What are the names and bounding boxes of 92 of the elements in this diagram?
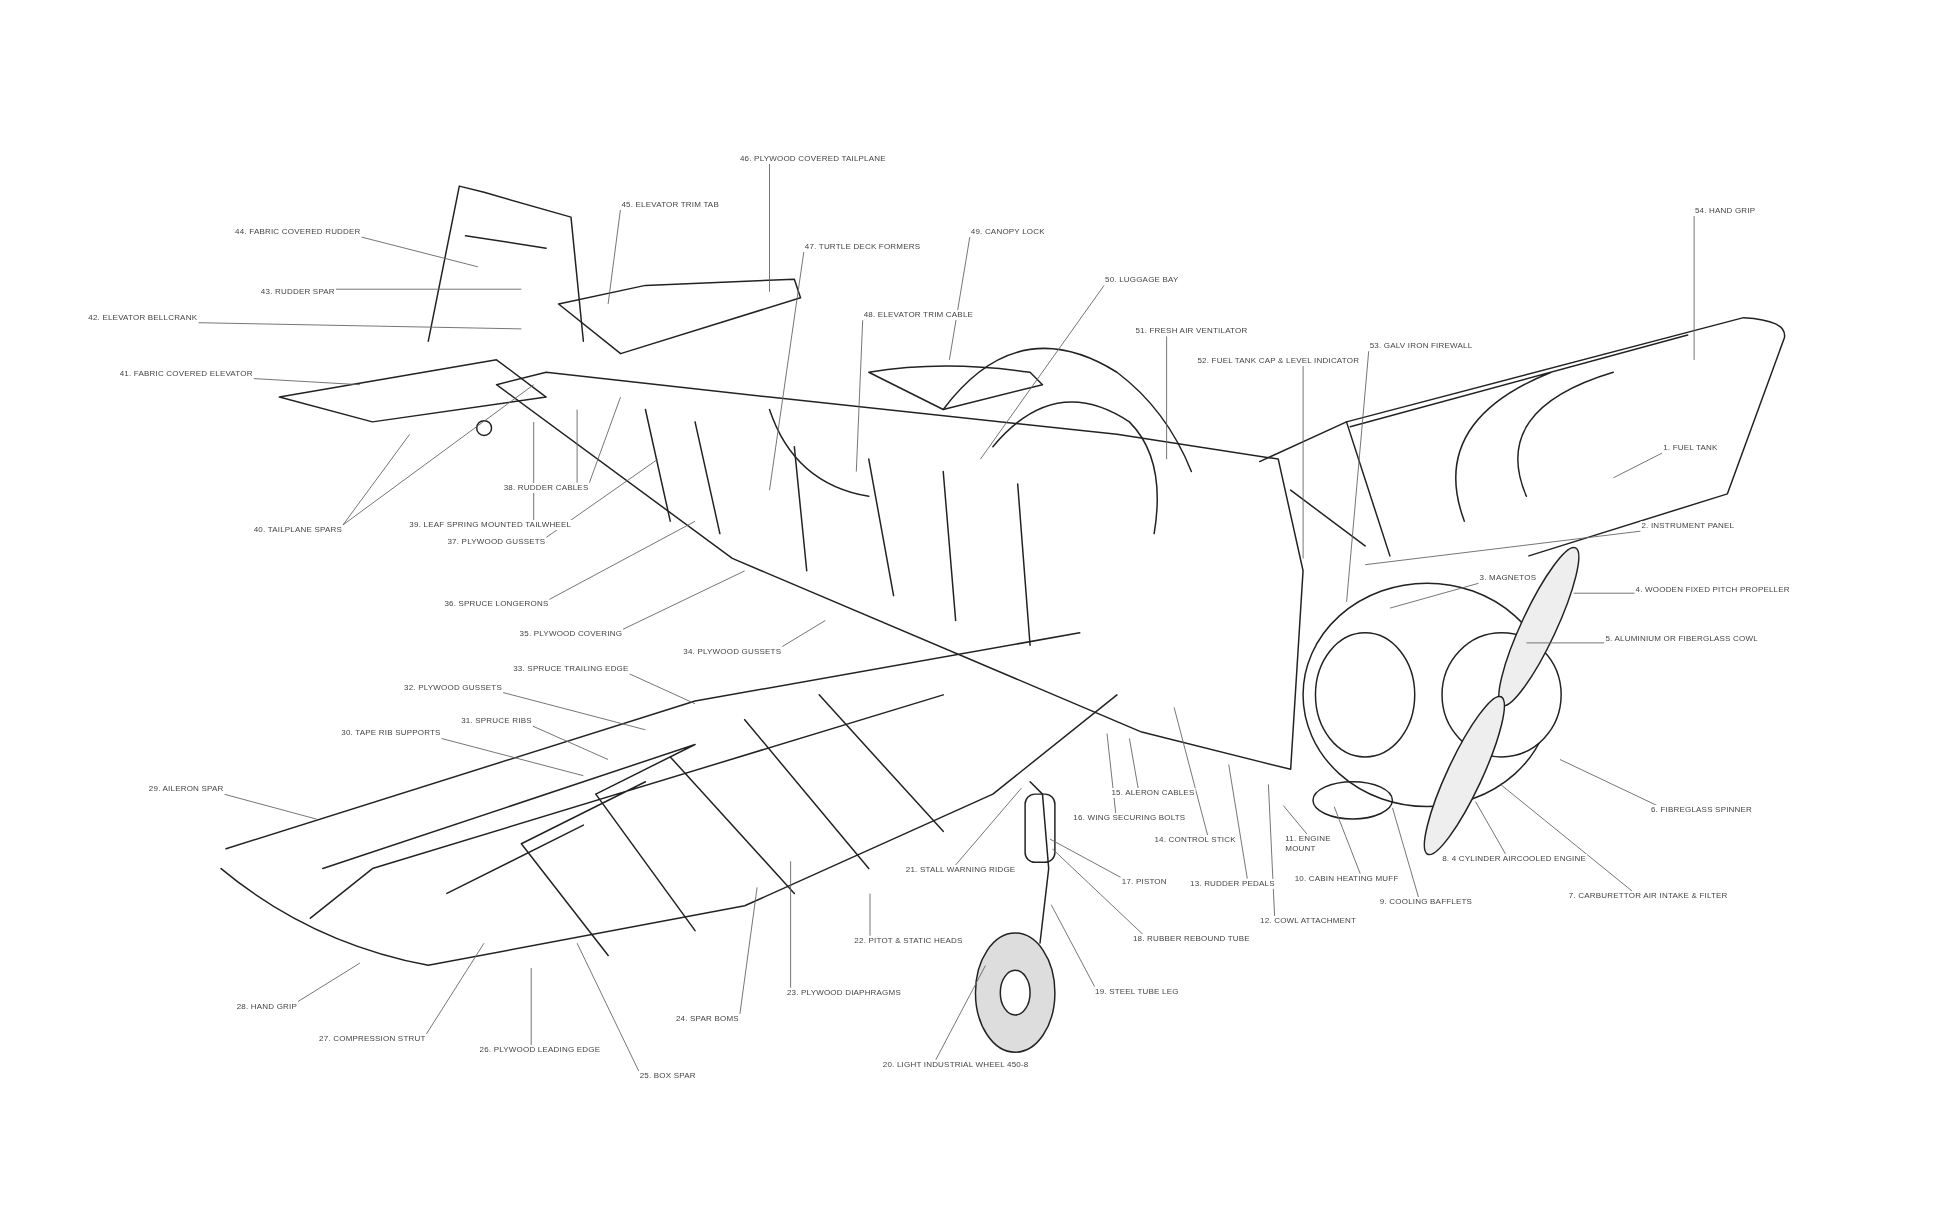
leader-line [576,409,578,484]
callout-label: 24. SPAR BOMS [674,1013,740,1024]
leader-line [335,288,522,290]
leader-line [1282,805,1308,835]
leader-line [297,962,361,1002]
callout-label: 5. ALUMINIUM OR FIBERGLASS COWL [1604,634,1759,645]
callout-label: 20. LIGHT INDUSTRIAL WHEEL 450-8 [881,1059,1030,1070]
callout-label: 27. COMPRESSION STRUT [318,1033,427,1044]
callout-label: 21. STALL WARNING RIDGE [904,865,1017,875]
leader-line [1364,530,1641,566]
leader-line [1693,215,1695,361]
callout-label: 4. WOODEN FIXED PITCH PROPELLER [1634,584,1791,595]
callout-label: 41. FABRIC COVERED ELEVATOR [118,368,254,379]
leader-line [1049,838,1122,878]
callout-label: 42. ELEVATOR BELLCRANK [87,312,199,323]
leader-line [253,378,361,386]
leader-line [588,396,621,484]
callout-label: 38. RUDDER CABLES [502,482,590,493]
leader-line [790,860,792,989]
callout-label: 44. FABRIC COVERED RUDDER [234,227,362,238]
leader-line [948,236,971,361]
leader-line [1128,737,1139,789]
callout-label: 23. PLYWOOD DIAPHRAGMS [785,987,902,998]
leader-line [739,886,758,1015]
leader-line [1106,733,1117,814]
leader-line [1050,904,1096,988]
leader-line [769,251,805,491]
callout-label: 26. PLYWOOD LEADING EDGE [478,1044,602,1055]
leader-line [1389,582,1479,609]
callout-label: 15. ALERON CABLES [1110,788,1196,799]
leader-line [426,942,485,1035]
leader-line [955,787,1022,866]
leader-line [855,319,864,473]
leader-line [342,433,411,526]
callout-label: 13. RUDDER PEDALS [1189,878,1276,889]
callout-label: 34. PLYWOOD GUSSETS [682,646,783,657]
callout-label: 31. SPRUCE RIBS [460,716,533,727]
callout-label: 22. PITOT & STATIC HEADS [853,935,964,946]
leader-line [979,285,1105,460]
leader-line [1526,642,1605,644]
leader-line [935,965,986,1061]
callout-label: 54. HAND GRIP [1693,205,1757,216]
callout-label: 39. LEAF SPRING MOUNTED TAILWHEEL [408,519,573,530]
leader-line [629,673,696,705]
leader-line [361,236,479,268]
leader-line [1346,350,1370,603]
leader-line [342,384,535,526]
leader-line [1612,452,1663,479]
leader-line [530,967,532,1046]
leader-line [1166,335,1168,460]
callout-label: 32. PLYWOOD GUSSETS [403,682,503,693]
leader-line [1173,706,1209,836]
callout-label: 33. SPRUCE TRAILING EDGE [512,663,630,674]
leader-line [1559,759,1658,806]
callout-label: 10. CABIN HEATING MUFF [1293,873,1400,884]
leader-line [1475,801,1506,855]
leader-line [1500,783,1633,892]
leader-line [869,893,871,937]
callout-label: 40. TAILPLANE SPARS [252,524,343,535]
leader-line [532,725,609,760]
callout-label: 16. WING SECURING BOLTS [1072,812,1187,823]
leader-line [1392,807,1419,898]
leader-line [548,520,696,600]
callout-label: 28. HAND GRIP [235,1001,299,1012]
callout-label: 45. ELEVATOR TRIM TAB [620,199,720,210]
leader-line [1267,783,1276,917]
callout-label: 25. BOX SPAR [638,1071,697,1081]
leader-line [769,163,770,293]
leader-line [1051,848,1144,935]
callout-label: 47. TURTLE DECK FORMERS [803,241,922,252]
callout-label: 12. COWL ATTACHMENT [1259,915,1358,926]
leader-line [197,322,522,330]
leader-line [576,942,640,1072]
callout-label: 46. PLYWOOD COVERED TAILPLANE [738,153,887,164]
leader-line [1573,592,1636,594]
leader-line [781,620,826,648]
leader-line [224,793,317,820]
leader-line [533,421,535,521]
leader-line [1333,806,1361,875]
callout-label: 19. STEEL TUBE LEG [1094,986,1180,997]
leader-line [545,458,659,538]
callout-label: 43. RUDDER SPAR [259,286,336,297]
leader-line [1228,764,1248,880]
callout-label: 1. FUEL TANK [1662,443,1719,453]
leader-line [1302,365,1304,559]
leader-line [607,209,621,305]
leader-line [441,738,584,777]
leader-line [502,692,646,731]
callout-label: 8. 4 CYLINDER AIRCOOLED ENGINE [1441,853,1587,864]
leader-line [622,570,746,630]
callout-label: 48. ELEVATOR TRIM CABLE [862,310,975,321]
callout-label: 2. INSTRUMENT PANEL [1640,521,1736,532]
